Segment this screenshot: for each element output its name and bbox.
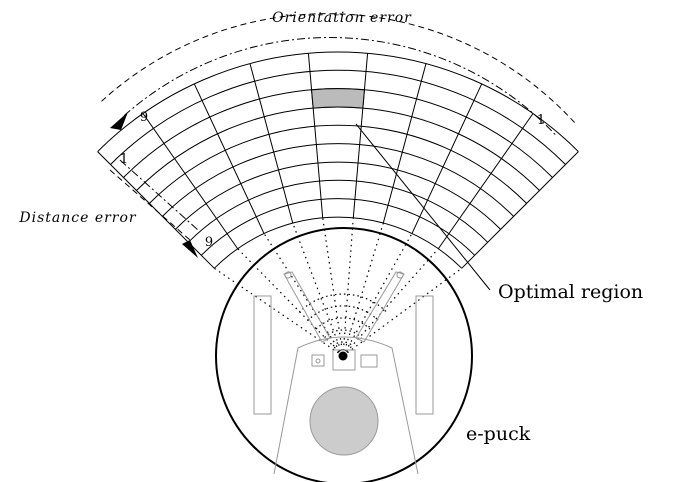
distance-error-label: Distance error: [18, 210, 137, 226]
robot-label: e-puck: [466, 423, 531, 445]
left-arm: [283, 271, 331, 343]
right-wheel-bar: [415, 295, 434, 415]
optimal-region-pointer: [355, 123, 491, 291]
camera-ray: [342, 267, 463, 357]
camera-ray: [213, 267, 344, 357]
camera-ray: [342, 248, 439, 357]
error-grid: [97, 51, 579, 269]
grid-radial-line: [142, 113, 239, 249]
orientation-start-number: 9: [140, 110, 148, 125]
grid-radial-line: [249, 63, 294, 224]
right-sensor-box: [360, 354, 378, 368]
distance-arrow-icon: [182, 240, 198, 258]
e-puck-robot: [215, 227, 473, 482]
camera-ray: [322, 217, 344, 357]
optimal-region-label: Optimal region: [498, 281, 643, 303]
wheel-disc: [309, 386, 379, 456]
camera-dotted-arcs: [298, 293, 388, 347]
grid-radial-line: [437, 113, 534, 249]
robot-body: [215, 227, 473, 482]
distance-start-number: 1: [120, 152, 128, 167]
camera-ray: [263, 233, 344, 357]
camera-ray: [292, 222, 344, 357]
grid-radial-line: [382, 63, 427, 224]
distance-end-number: 9: [205, 235, 213, 250]
grid-radial-line: [461, 151, 579, 269]
grid-arc: [97, 51, 579, 152]
orientation-end-number: 1: [537, 113, 545, 128]
orientation-arrow-icon: [110, 112, 128, 130]
camera-dotted-arc: [307, 305, 379, 322]
orientation-error-arcs: [101, 13, 575, 136]
grid-radial-line: [352, 53, 369, 218]
grid-arc: [213, 216, 463, 269]
optimal-region-cell: [311, 88, 365, 109]
grid-arc: [110, 69, 566, 165]
left-sensor-box: [311, 354, 325, 367]
left-wheel-bar: [253, 295, 272, 415]
orientation-error-label: Orientation error: [272, 10, 412, 26]
distance-dashdot-line: [119, 159, 199, 231]
grid-arc: [175, 161, 501, 230]
robot-base-outline: [273, 336, 419, 475]
orientation-outer-dashed-arc: [101, 13, 575, 123]
grid-radial-line: [193, 83, 265, 234]
camera-view-rays: [213, 217, 463, 357]
grid-arc: [149, 124, 527, 204]
camera-ray: [342, 217, 354, 357]
camera-dotted-arc: [332, 341, 354, 347]
grid-arc: [200, 198, 476, 256]
camera-housing: [332, 349, 356, 371]
orientation-inner-dashdot-arc: [123, 37, 557, 136]
camera-ray: [342, 222, 384, 357]
grid-radial-line: [97, 151, 215, 269]
camera-ray: [342, 233, 413, 357]
left-sensor-dot-icon: [315, 358, 321, 364]
right-arm: [355, 271, 405, 343]
distance-error-lines: [109, 159, 199, 241]
distance-dashed-line: [109, 169, 191, 241]
grid-arc: [187, 179, 489, 243]
grid-arc: [162, 143, 514, 217]
grid-radial-line: [307, 53, 324, 218]
grid-arc: [136, 106, 540, 191]
camera-icon: [338, 351, 348, 361]
